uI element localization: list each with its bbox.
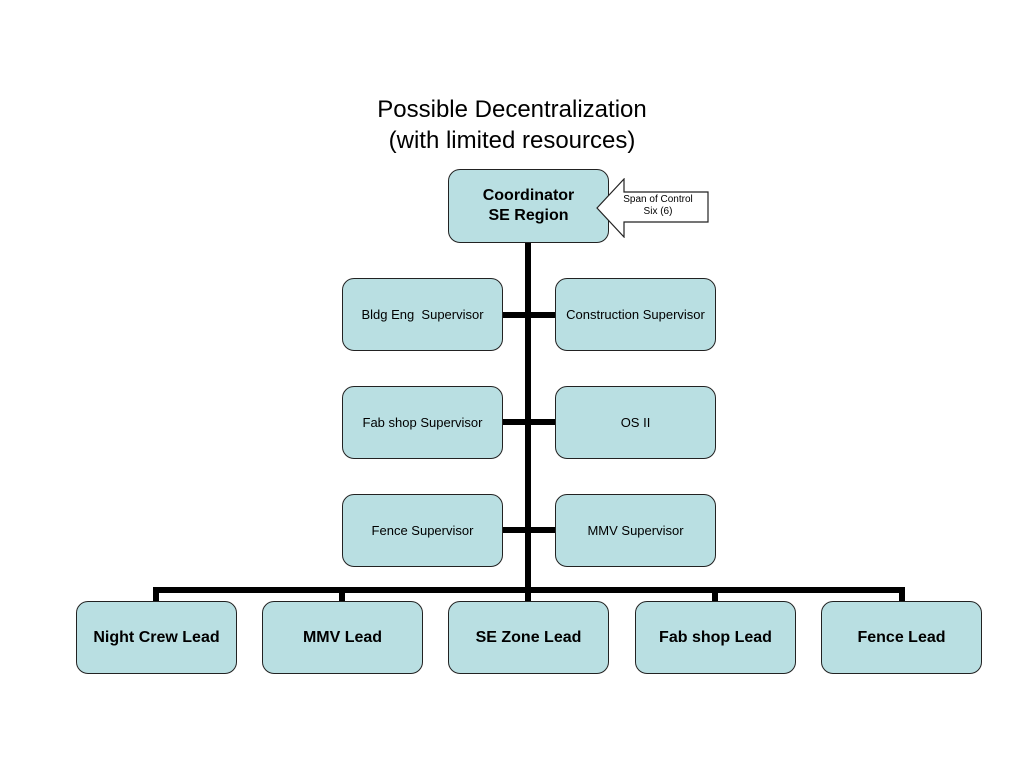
supervisor-box-bldg-eng: Bldg Eng Supervisor (342, 278, 503, 351)
span-of-control-value: Six (6) (643, 206, 673, 217)
span-of-control-label: Span of Control (623, 194, 693, 205)
supervisor-label: Fab shop Supervisor (362, 414, 483, 430)
coordinator-region: SE Region (488, 207, 569, 224)
supervisor-box-mmv: MMV Supervisor (555, 494, 716, 567)
supervisor-box-construction: Construction Supervisor (555, 278, 716, 351)
supervisor-box-fab-shop: Fab shop Supervisor (342, 386, 503, 459)
lead-label: MMV Lead (302, 628, 383, 646)
supervisor-label: MMV Supervisor (587, 522, 684, 538)
supervisor-box-os-ii: OS II (555, 386, 716, 459)
lead-box-se-zone: SE Zone Lead (448, 601, 609, 674)
lead-box-night-crew: Night Crew Lead (76, 601, 237, 674)
span-of-control-callout: Span of Control Six (6) (596, 177, 710, 239)
supervisor-box-fence: Fence Supervisor (342, 494, 503, 567)
left-arrow-callout-shape (596, 177, 709, 239)
lead-label: Night Crew Lead (93, 628, 220, 646)
supervisor-label: OS II (620, 414, 651, 430)
supervisor-label: Fence Supervisor (371, 522, 474, 538)
supervisor-label: Bldg Eng Supervisor (361, 306, 484, 322)
coordinator-title: Coordinator (482, 187, 575, 204)
supervisor-label: Construction Supervisor (566, 306, 705, 322)
lead-label: Fence Lead (857, 628, 946, 646)
lead-box-mmv: MMV Lead (262, 601, 423, 674)
chart-title-line-2: (with limited resources) (388, 127, 636, 154)
lead-box-fence: Fence Lead (821, 601, 982, 674)
coordinator-box: Coordinator SE Region (448, 169, 609, 243)
lead-label: Fab shop Lead (659, 628, 772, 646)
lead-box-fab-shop: Fab shop Lead (635, 601, 796, 674)
chart-title-line-1: Possible Decentralization (377, 96, 647, 123)
lead-label: SE Zone Lead (475, 628, 582, 646)
